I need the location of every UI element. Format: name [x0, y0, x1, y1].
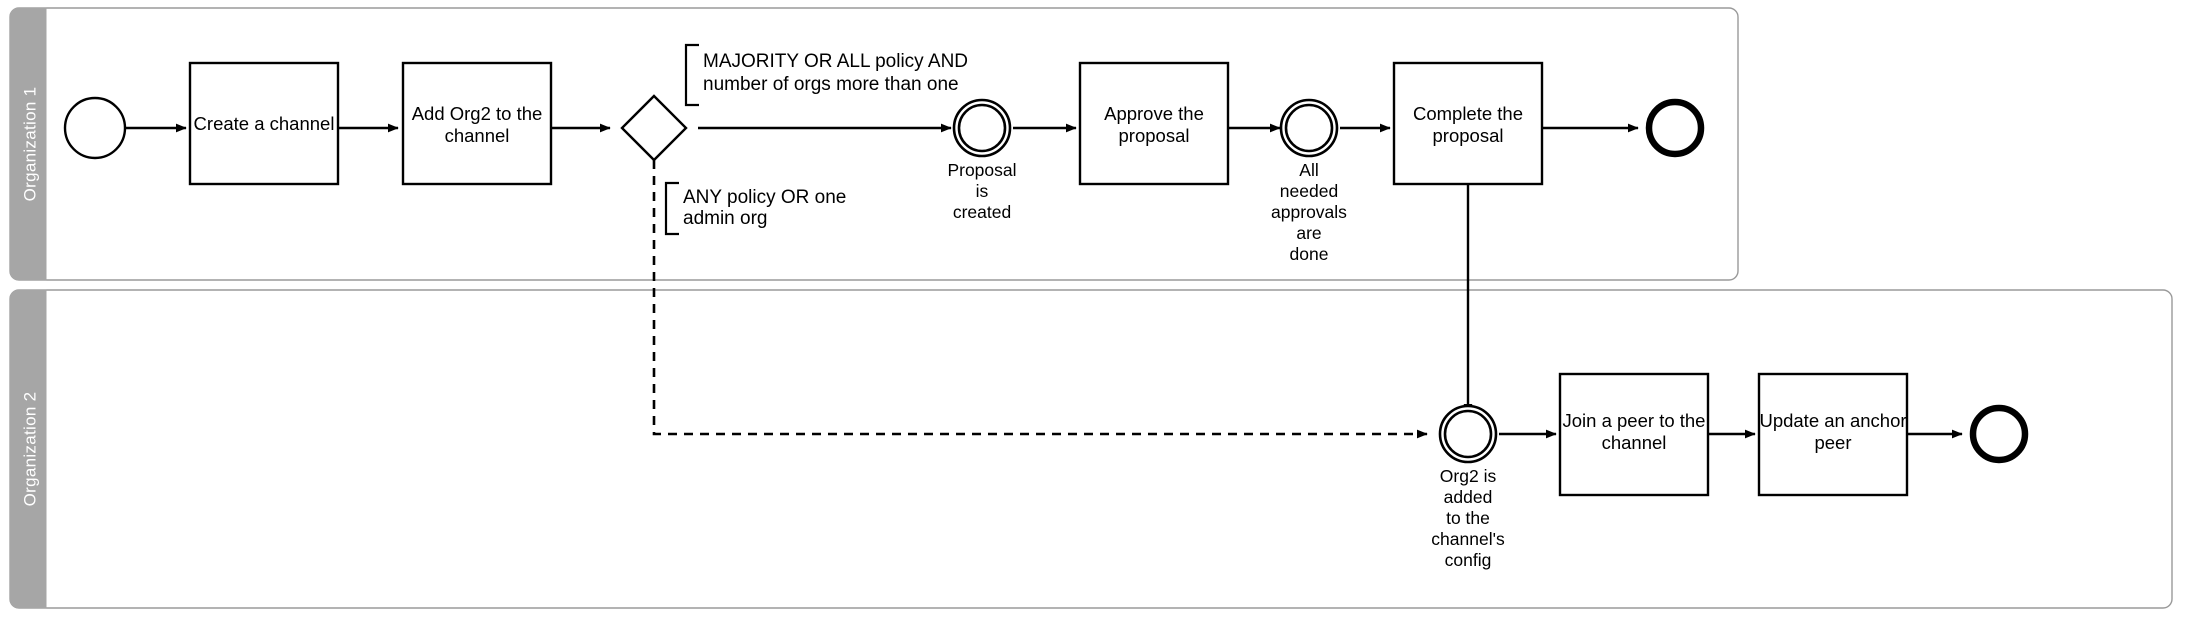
task-join-a-peer-label-line-2: channel	[1602, 432, 1667, 453]
annotation-majority-line-1: MAJORITY OR ALL policy AND	[703, 51, 968, 72]
task-approve-the-proposal[interactable]: Approve the proposal	[1078, 61, 1230, 186]
task-create-a-channel[interactable]: Create a channel	[188, 61, 340, 186]
pool-organization-1-header	[9, 7, 47, 281]
text-annotation-any: ANY policy OR one admin org	[664, 181, 846, 236]
task-add-org2-box	[401, 61, 553, 186]
text-annotation-majority: MAJORITY OR ALL policy AND number of org…	[684, 43, 968, 107]
gateway-policy-decision[interactable]	[620, 94, 688, 162]
proposal-created-label-line-3: created	[953, 202, 1011, 222]
event-proposal-is-created[interactable]: Proposal is created	[947, 98, 1017, 222]
gateway-policy-decision-diamond	[620, 94, 688, 162]
task-create-a-channel-label: Create a channel	[194, 113, 335, 134]
task-join-a-peer-label-line-1: Join a peer to the	[1563, 410, 1706, 431]
org2-added-label-line-2: added	[1444, 487, 1493, 507]
annotation-any-line-2: admin org	[683, 208, 768, 229]
pool-organization-2-header	[9, 289, 47, 609]
approvals-done-label-line-2: needed	[1280, 181, 1338, 201]
task-approve-the-proposal-label-line-2: proposal	[1119, 125, 1190, 146]
task-update-an-anchor-peer-label-line-1: Update an anchor	[1759, 410, 1906, 431]
pool-organization-2[interactable]: Organization 2	[9, 289, 2173, 609]
event-org2-is-added-to-channel-config[interactable]: Org2 is added to the channel's config	[1431, 404, 1505, 570]
task-update-an-anchor-peer-box	[1757, 372, 1909, 497]
task-create-a-channel-box	[188, 61, 340, 186]
approvals-done-label-line-4: are	[1296, 223, 1321, 243]
event-end-org2[interactable]	[1969, 404, 2029, 464]
org2-added-label-line-1: Org2 is	[1440, 466, 1497, 486]
task-add-org2-to-the-channel[interactable]: Add Org2 to the channel	[401, 61, 553, 186]
annotation-majority-line-2: number of orgs more than one	[703, 74, 959, 95]
approvals-done-label-line-3: approvals	[1271, 202, 1347, 222]
end-event-org1-circle	[1645, 98, 1705, 158]
event-end-org1[interactable]	[1645, 98, 1705, 158]
org2-added-label-line-3: to the	[1446, 508, 1490, 528]
task-approve-the-proposal-label-line-1: Approve the	[1104, 103, 1204, 124]
approvals-done-inner-circle	[1284, 103, 1334, 153]
end-event-org2-circle	[1969, 404, 2029, 464]
task-complete-the-proposal[interactable]: Complete the proposal	[1392, 61, 1544, 186]
org2-added-label-line-4: channel's	[1431, 529, 1505, 549]
task-join-a-peer-to-the-channel[interactable]: Join a peer to the channel	[1558, 372, 1710, 497]
proposal-created-label-line-1: Proposal	[947, 160, 1016, 180]
task-complete-the-proposal-label-line-2: proposal	[1433, 125, 1504, 146]
start-event-circle	[63, 96, 127, 160]
sequence-flows	[126, 123, 1963, 439]
approvals-done-label-line-1: All	[1299, 160, 1318, 180]
approvals-done-label-line-5: done	[1290, 244, 1329, 264]
task-approve-the-proposal-box	[1078, 61, 1230, 186]
task-update-an-anchor-peer-label-line-2: peer	[1814, 432, 1851, 453]
org2-added-inner-circle	[1443, 409, 1493, 459]
event-all-needed-approvals-are-done[interactable]: All needed approvals are done	[1271, 98, 1347, 264]
annotation-majority-bracket	[684, 43, 699, 107]
task-complete-the-proposal-box	[1392, 61, 1544, 186]
flow-gateway-to-org2-added-dashed	[652, 160, 1428, 439]
annotation-any-bracket	[664, 181, 679, 236]
lane-label-organization-1: Organization 1	[20, 87, 39, 202]
task-add-org2-label-line-1: Add Org2 to the	[412, 103, 543, 124]
lane-label-organization-2: Organization 2	[20, 392, 39, 507]
task-update-an-anchor-peer[interactable]: Update an anchor peer	[1757, 372, 1909, 497]
proposal-created-label-line-2: is	[976, 181, 989, 201]
task-add-org2-label-line-2: channel	[445, 125, 510, 146]
task-complete-the-proposal-label-line-1: Complete the	[1413, 103, 1523, 124]
annotation-any-line-1: ANY policy OR one	[683, 187, 846, 208]
event-start-org1[interactable]	[63, 96, 127, 160]
org2-added-label-line-5: config	[1445, 550, 1492, 570]
task-join-a-peer-box	[1558, 372, 1710, 497]
proposal-created-inner-circle	[957, 103, 1007, 153]
